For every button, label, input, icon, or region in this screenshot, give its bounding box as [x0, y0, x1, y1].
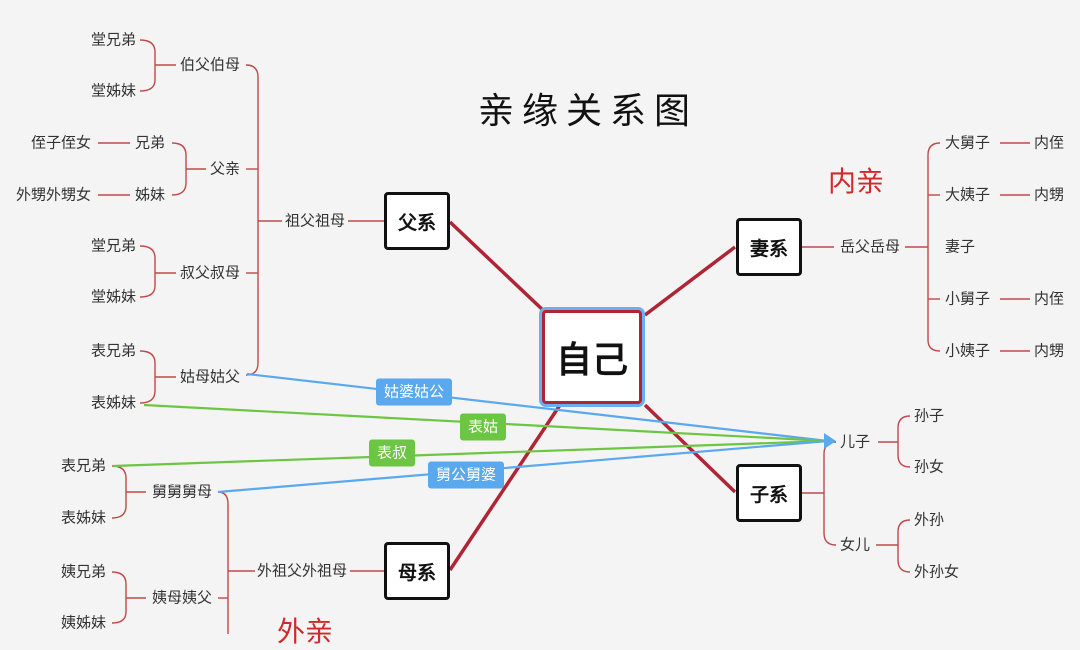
node-yimu-child1: 姨兄弟 — [60, 562, 106, 581]
node-nephews: 侄子侄女 — [30, 133, 91, 152]
link-child — [643, 403, 737, 494]
relationship-diagram — [98, 39, 1030, 634]
child-group-box: 子系 — [736, 464, 802, 522]
node-wife-item-4: 小姨子 — [945, 341, 991, 360]
node-bofu-child2: 堂姊妹 — [90, 81, 136, 100]
father-group-box: 父系 — [384, 192, 450, 250]
node-gumu-child1: 表兄弟 — [90, 341, 136, 360]
node-yimu-child2: 姨姊妹 — [60, 613, 106, 632]
node-wife-item-1-child: 内甥 — [1034, 185, 1065, 204]
page-title: 亲缘关系图 — [477, 91, 699, 132]
wife-group-box: 妻系 — [736, 218, 802, 276]
tree-lines — [98, 39, 1030, 634]
node-granddaughter: 孙女 — [914, 457, 945, 476]
node-sister-children: 外甥外甥女 — [15, 185, 91, 204]
outer-kin-note: 外亲 — [276, 615, 334, 648]
node-daughter-child2: 外孙女 — [914, 562, 960, 581]
link-mother — [448, 404, 562, 571]
node-jiujiu-child2: 表姊妹 — [60, 508, 106, 527]
arrow-biaoshu — [112, 439, 829, 468]
node-daughter-child1: 外孙 — [914, 510, 945, 529]
node-wife-item-0: 大舅子 — [945, 133, 991, 152]
node-grandparents: 祖父祖母 — [284, 211, 346, 230]
arrow-jiugong — [217, 439, 829, 494]
tag-jiugong: 舅公舅婆 — [427, 461, 505, 489]
inner-kin-note: 内亲 — [827, 165, 885, 198]
node-yimu: 姨母姨父 — [151, 588, 213, 607]
node-shufu-child1: 堂兄弟 — [90, 236, 136, 255]
node-shufu-child2: 堂姊妹 — [90, 287, 136, 306]
node-son: 儿子 — [840, 432, 871, 451]
tag-biaoshu: 表叔 — [368, 439, 416, 467]
node-grandson: 孙子 — [914, 406, 945, 425]
node-jiujiu-child1: 表兄弟 — [60, 456, 106, 475]
link-wife — [643, 245, 737, 317]
node-jiujiu: 舅舅舅母 — [151, 482, 213, 501]
node-bofu: 伯父伯母 — [179, 55, 241, 74]
node-gumu-child2: 表姊妹 — [90, 393, 136, 412]
arrow-gupo — [246, 372, 829, 443]
tag-biaogu: 表姑 — [459, 413, 507, 441]
node-wife-item-2: 妻子 — [945, 237, 976, 256]
node-brothers: 兄弟 — [134, 133, 166, 152]
node-shufu: 叔父叔母 — [179, 263, 241, 282]
node-wife-item-3-child: 内侄 — [1034, 289, 1065, 308]
mother-group-box: 母系 — [384, 542, 450, 600]
arrowhead-icon — [824, 433, 836, 449]
node-gumu: 姑母姑父 — [179, 367, 241, 386]
link-father — [448, 220, 547, 314]
node-sisters: 姊妹 — [134, 185, 166, 204]
node-wife-item-3: 小舅子 — [945, 289, 991, 308]
node-father: 父亲 — [209, 159, 241, 178]
node-maternal-grandparents: 外祖父外祖母 — [256, 561, 348, 580]
center-self-box: 自己 — [542, 310, 642, 404]
node-bofu-child1: 堂兄弟 — [90, 30, 136, 49]
node-daughter: 女儿 — [840, 535, 871, 554]
tag-gupo: 姑婆姑公 — [375, 378, 453, 406]
node-wife-item-1: 大姨子 — [945, 185, 991, 204]
node-in-laws: 岳父岳母 — [839, 237, 901, 256]
main-connectors — [448, 220, 737, 571]
node-wife-item-0-child: 内侄 — [1034, 133, 1065, 152]
node-wife-item-4-child: 内甥 — [1034, 341, 1065, 360]
